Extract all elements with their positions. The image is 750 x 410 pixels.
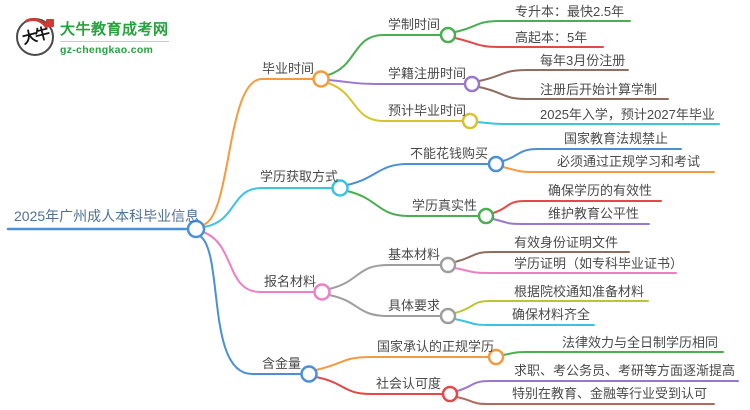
leaf-complete-materials-label: 确保材料齐全 xyxy=(512,307,591,322)
circle-application-materials xyxy=(313,283,331,301)
leaf-law-forbids-label: 国家教育法规禁止 xyxy=(564,131,669,146)
branch-graduation-time-label: 毕业时间 xyxy=(262,61,315,76)
edge-leaf-school-notice xyxy=(454,300,649,314)
edge-leaf-diploma-proof xyxy=(454,267,677,274)
circle-root xyxy=(186,219,206,239)
node-social-recognition-label: 社会认可度 xyxy=(376,376,442,391)
edge-leaf-formal-study xyxy=(502,166,715,173)
node-specific-requirements-label: 具体要求 xyxy=(388,298,441,313)
edge-leaf-complete-materials xyxy=(454,318,595,326)
edge-b1-expected-graduation xyxy=(327,82,463,122)
edge-root-b1 xyxy=(202,78,314,226)
leaf-diploma-proof-label: 学历证明（如专科毕业证书） xyxy=(514,256,684,271)
leaf-2027-graduation-label: 2025年入学，预计2027年毕业 xyxy=(540,107,715,122)
edge-b4-social-recognition xyxy=(315,376,443,395)
edge-leaf-validity xyxy=(492,200,662,214)
circle-cannot-buy xyxy=(487,155,505,173)
edge-leaf-legal-effect xyxy=(502,351,724,356)
circle-value xyxy=(300,365,318,383)
edge-b1-registration-time xyxy=(328,79,465,85)
edge-leaf-2027-graduation xyxy=(476,121,720,125)
circle-diploma-acquisition xyxy=(331,179,349,197)
circle-social-recognition xyxy=(441,385,459,403)
edge-leaf-id-document xyxy=(454,251,630,263)
edge-leaf-industries xyxy=(456,396,715,405)
node-expected-graduation-label: 预计毕业时间 xyxy=(388,103,467,118)
edge-root-b2 xyxy=(203,187,333,228)
edge-leaf-after-registration xyxy=(478,86,669,100)
edge-b4-state-recognized xyxy=(315,356,489,371)
edge-leaf-fairness xyxy=(492,218,650,225)
site-logo: 大牛 大牛教育成考网 gz-chengkao.com xyxy=(11,13,169,57)
edge-root-b4 xyxy=(199,235,302,375)
node-state-recognized-label: 国家承认的正规学历 xyxy=(377,339,495,354)
daniu-logo-icon: 大牛 xyxy=(11,13,55,57)
edge-b3-basic-materials xyxy=(328,264,441,290)
edge-leaf-zhuanshengben xyxy=(454,20,631,33)
logo-domain: gz-chengkao.com xyxy=(60,41,169,56)
edge-b3-specific-requirements xyxy=(328,294,441,317)
node-basic-materials-label: 基本材料 xyxy=(388,247,441,262)
leaf-formal-study-label: 必须通过正规学习和考试 xyxy=(557,154,701,169)
node-registration-time-label: 学籍注册时间 xyxy=(388,66,467,81)
leaf-validity-label: 确保学历的有效性 xyxy=(548,183,653,198)
circle-expected-graduation xyxy=(461,112,479,130)
leaf-job-exams-label: 求职、考公务员、考研等方面逐渐提高 xyxy=(514,363,736,378)
leaf-zhuanshengben-label: 专升本：最快2.5年 xyxy=(515,4,625,19)
logo-text-block: 大牛教育成考网 gz-chengkao.com xyxy=(60,18,169,56)
logo-seal-icon xyxy=(46,19,54,27)
node-cannot-buy-label: 不能花钱购买 xyxy=(410,146,489,161)
branch-value-label: 含金量 xyxy=(262,356,302,371)
edge-leaf-gaoqiben xyxy=(454,37,604,48)
branch-application-materials-label: 报名材料 xyxy=(264,274,317,289)
leaf-march-registration-label: 每年3月份注册 xyxy=(540,53,626,68)
circle-authenticity xyxy=(477,207,495,225)
circle-state-recognized xyxy=(487,348,505,366)
leaf-gaoqiben-label: 高起本：5年 xyxy=(515,30,588,45)
leaf-industries-label: 特别在教育、金融等行业受到认可 xyxy=(512,386,708,401)
edge-b2-cannot-buy xyxy=(346,163,489,186)
edge-leaf-job-exams xyxy=(456,380,739,392)
root-topic-label: 2025年广州成人本科毕业信息 xyxy=(14,208,200,224)
edge-b1-study-duration xyxy=(327,34,441,76)
edge-leaf-law-forbids xyxy=(502,148,682,162)
circle-graduation-time xyxy=(312,70,330,88)
leaf-id-document-label: 有效身份证明文件 xyxy=(514,235,619,250)
node-authenticity-label: 学历真实性 xyxy=(412,198,478,213)
edge-b2-authenticity xyxy=(346,190,479,217)
leaf-fairness-label: 维护教育公平性 xyxy=(548,206,640,221)
node-study-duration-label: 学制时间 xyxy=(388,17,441,32)
edge-leaf-march-registration xyxy=(478,69,629,82)
leaf-school-notice-label: 根据院校通知准备材料 xyxy=(514,284,645,299)
leaf-legal-effect-label: 法律效力与全日制学历相同 xyxy=(562,335,719,350)
logo-title: 大牛教育成考网 xyxy=(60,21,169,38)
circle-study-duration xyxy=(439,26,457,44)
circle-registration-time xyxy=(463,75,481,93)
circle-basic-materials xyxy=(439,256,457,274)
leaf-after-registration-label: 注册后开始计算学制 xyxy=(540,82,658,97)
branch-diploma-acquisition-label: 学历获取方式 xyxy=(260,169,339,184)
circle-specific-requirements xyxy=(439,307,457,325)
edge-root-b3 xyxy=(202,231,315,293)
